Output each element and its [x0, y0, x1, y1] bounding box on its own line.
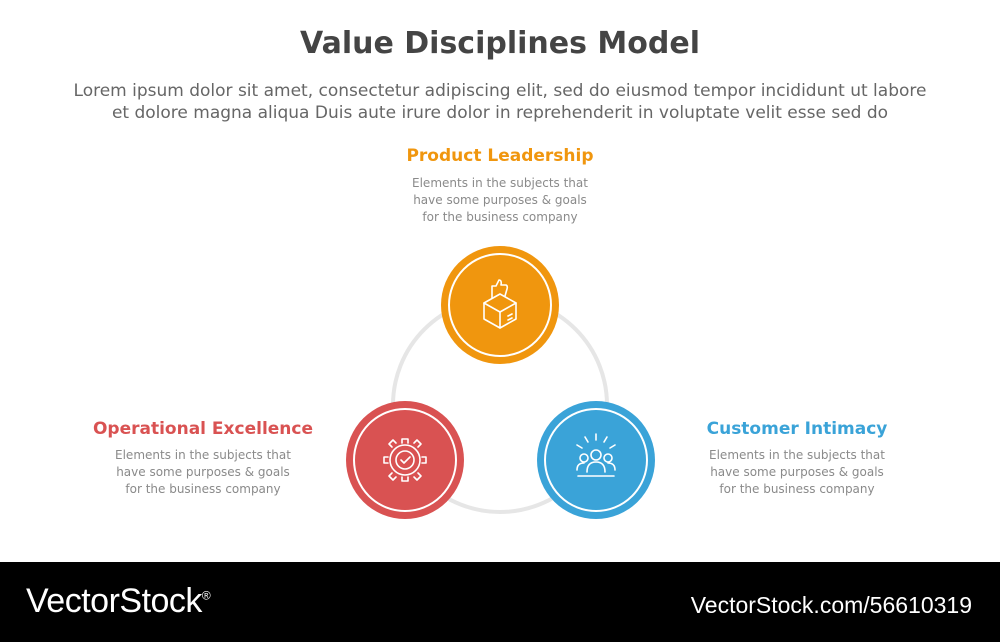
node-operational-excellence: [346, 401, 464, 519]
product-heading: Product Leadership: [406, 146, 594, 166]
operational-heading: Operational Excellence: [92, 419, 314, 439]
product-desc-line: have some purposes & goals: [413, 193, 587, 207]
customer-description: Elements in the subjects that have some …: [677, 447, 917, 498]
customer-heading: Customer Intimacy: [706, 419, 888, 439]
gear-check-icon: [383, 438, 427, 482]
product-desc-line: Elements in the subjects that: [412, 176, 588, 190]
product-desc-line: for the business company: [422, 210, 578, 224]
watermark-footer: VectorStock® VectorStock.com/56610319: [0, 562, 1000, 642]
box-thumbs-up-icon: [483, 279, 517, 329]
customer-desc-line: have some purposes & goals: [710, 465, 884, 479]
subtitle-line-1: Lorem ipsum dolor sit amet, consectetur …: [73, 81, 927, 101]
team-icon: [576, 433, 616, 477]
operational-desc-line: Elements in the subjects that: [115, 448, 291, 462]
vectorstock-logo: VectorStock®: [26, 582, 211, 621]
operational-desc-line: for the business company: [125, 482, 281, 496]
operational-description: Elements in the subjects that have some …: [83, 447, 323, 498]
product-circle: [441, 246, 559, 364]
product-inner-ring: [448, 253, 552, 357]
page-title: Value Disciplines Model: [300, 26, 700, 61]
customer-desc-line: Elements in the subjects that: [709, 448, 885, 462]
trademark-mark: ®: [201, 588, 211, 603]
product-description: Elements in the subjects that have some …: [380, 175, 620, 226]
node-product-leadership: [441, 246, 559, 364]
value-disciplines-diagram: [346, 246, 655, 519]
operational-desc-line: have some purposes & goals: [116, 465, 290, 479]
operational-circle: [346, 401, 464, 519]
page-subtitle: Lorem ipsum dolor sit amet, consectetur …: [20, 80, 980, 124]
customer-inner-ring: [544, 408, 648, 512]
brand-name: VectorStock: [26, 582, 202, 620]
customer-desc-line: for the business company: [719, 482, 875, 496]
subtitle-line-2: et dolore magna aliqua Duis aute irure d…: [111, 103, 889, 123]
operational-inner-ring: [353, 408, 457, 512]
image-url: VectorStock.com/56610319: [690, 592, 972, 618]
node-customer-intimacy: [537, 401, 655, 519]
